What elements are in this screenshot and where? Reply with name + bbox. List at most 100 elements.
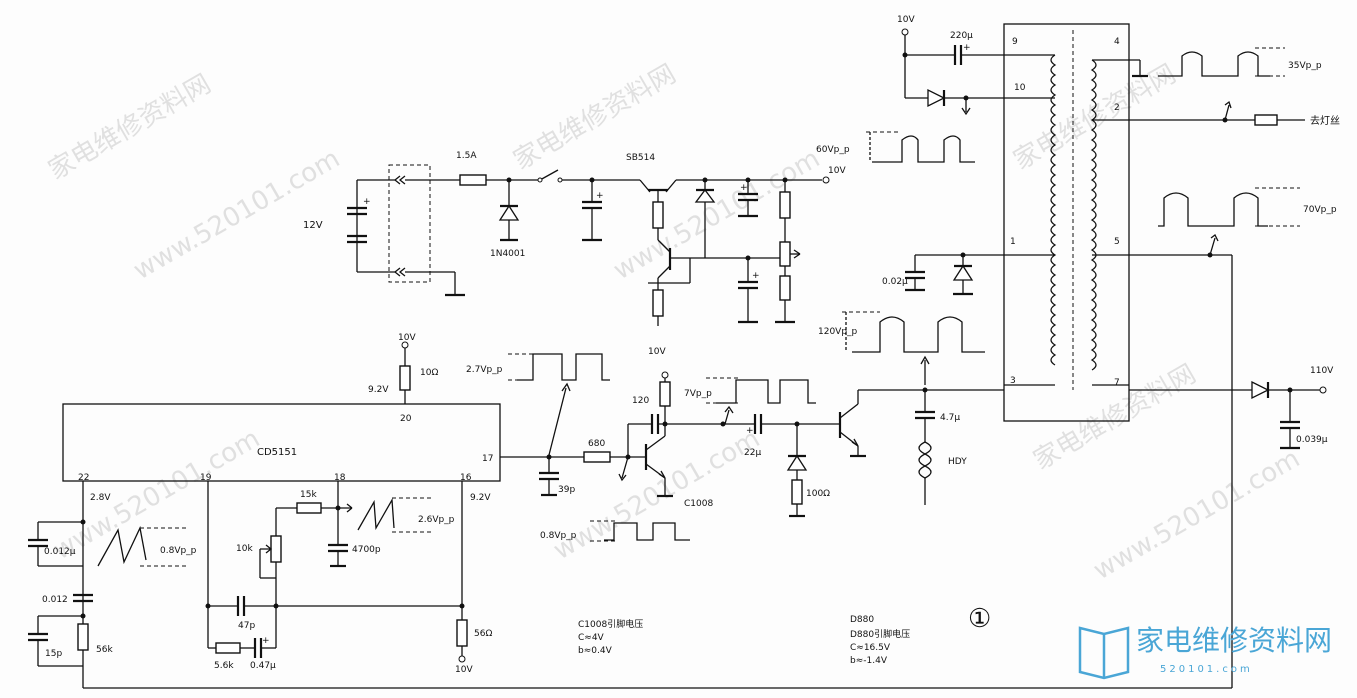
label-39p: 39p [558,485,575,495]
label-10v-ic: 10V [398,333,416,343]
flyback-secondary-outputs: 去灯丝 110V 0.039μ [83,60,1340,689]
label-47u: 4.7μ [940,413,960,423]
label-lamp-output: 去灯丝 [1310,115,1340,127]
label-110v: 110V [1310,366,1334,376]
svg-text:+: + [740,183,748,193]
label-0012u: 0.012μ [44,547,76,557]
label-10k: 10k [236,544,253,554]
note-d880-model: D880 [850,615,874,625]
wave-label-08vpp-b: 0.8Vp_p [540,531,577,541]
wave-label-26vpp: 2.6Vp_p [418,515,455,525]
waveforms: 60Vp_p 120Vp_p 35Vp_p 70Vp_p 2.7Vp_p 7Vp… [97,47,1337,567]
label-sb514: SB514 [626,153,655,163]
ic-label: CD5151 [257,447,297,458]
label-12v: 12V [303,220,323,231]
label-58k: 5.6k [214,661,234,671]
wave-label-120vpp: 120Vp_p [818,327,858,337]
book-icon [1078,626,1130,680]
label-10v-driver: 10V [648,347,666,357]
watermark-url: www.520101.com [609,144,826,286]
fuse [459,174,487,186]
watermark-url: www.520101.com [549,424,766,566]
label-047u: 0.47μ [250,661,276,671]
watermark-text: 家电维修资料网 [44,69,217,186]
terminal-5: 5 [1114,237,1120,247]
svg-text:+: + [262,636,270,646]
watermark-url: www.520101.com [49,424,266,566]
svg-text:+: + [746,426,754,436]
label-c1008: C1008 [684,499,713,509]
ic-pin-19: 19 [200,473,212,483]
watermark-url: www.520101.com [129,144,346,286]
terminal-4: 4 [1114,37,1120,47]
label-002u: 0.02μ [882,277,908,287]
voltage-notes: C1008引脚电压 C≈4V b≈0.4V D880 D880引脚电压 C≈16… [578,604,991,666]
ic-cd5151: CD5151 20 22 19 18 16 17 10V 10Ω 9.2V [62,333,501,483]
power-supply-section: + 12V 1.5A 1N4001 + SB514 [303,151,846,326]
label-680: 680 [588,439,605,449]
flyback-primary-circuit: 10V + 220μ 0.02μ [882,15,1004,296]
label-47p: 47p [238,621,255,631]
flyback-transformer: 9 10 1 3 4 2 5 7 [1003,23,1140,422]
label-diode-1n4001: 1N4001 [490,249,525,259]
ic-pin-22: 22 [78,473,89,483]
svg-text:+: + [963,43,971,53]
ic-peripherals: 2.8V 0.012μ 0.012 15p 56k 47p [28,481,492,688]
terminal-10: 10 [1014,83,1026,93]
label-120: 120 [632,396,649,406]
svg-text:+: + [752,271,760,281]
note-c1008-b: b≈0.4V [578,646,613,656]
terminal-9: 9 [1012,37,1018,47]
label-22u: 22μ [744,448,761,458]
watermarks: 家电维修资料网 www.520101.com 家电维修资料网 www.52010… [44,59,1306,586]
label-10v-flyback: 10V [897,15,915,25]
wave-label-27vpp: 2.7Vp_p [466,365,503,375]
wave-label-35vpp: 35Vp_p [1288,61,1322,71]
watermark-text: 家电维修资料网 [1029,359,1202,476]
label-10v-pin16: 10V [455,665,473,675]
label-56k: 56k [96,645,113,655]
ic-pin-16: 16 [460,473,472,483]
watermark-text: 家电维修资料网 [509,59,682,176]
ic-pin-17: 17 [482,454,493,464]
label-92v-pin16: 9.2V [470,493,491,503]
label-56ohm: 56Ω [474,629,492,639]
label-0012: 0.012 [42,595,68,605]
label-10v-output: 10V [828,166,846,176]
wave-label-60vpp: 60Vp_p [816,145,850,155]
note-d880-title: D880引脚电压 [850,628,910,640]
wave-label-08vpp-a: 0.8Vp_p [160,546,197,556]
note-d880-b: b≈-1.4V [850,656,888,666]
terminal-2: 2 [1114,103,1120,113]
wave-label-70vpp: 70Vp_p [1303,205,1337,215]
label-220u: 220μ [950,31,973,41]
label-hdy: HDY [948,457,967,467]
label-15k: 15k [300,490,317,500]
note-c1008-title: C1008引脚电压 [578,618,643,630]
svg-text:+: + [596,191,604,201]
site-logo: 家电维修资料网 520101.com [1078,624,1332,680]
wave-label-7vpp: 7Vp_p [684,389,712,399]
note-c1008-c: C≈4V [578,633,605,643]
note-d880-c: C≈16.5V [850,643,891,653]
terminal-1: 1 [1010,237,1016,247]
ic-pin-18: 18 [334,473,346,483]
figure-number: ① [968,604,991,634]
svg-text:+: + [363,197,371,207]
watermark-url: www.520101.com [1089,444,1306,586]
label-fuse: 1.5A [456,151,477,161]
terminal-3: 3 [1010,376,1016,386]
ic-pin-20: 20 [400,414,412,424]
label-10ohm: 10Ω [420,368,438,378]
label-92v-pin20: 9.2V [368,385,389,395]
label-15p: 15p [45,649,62,659]
logo-url: 520101.com [1160,664,1253,675]
terminal-7: 7 [1114,378,1120,388]
logo-text: 家电维修资料网 [1136,624,1332,657]
label-100ohm: 100Ω [806,489,830,499]
label-4700p: 4700p [352,545,381,555]
driver-stage: 39p 680 120 C1008 10V + 22μ [500,347,1004,518]
label-0039u: 0.039μ [1296,435,1328,445]
label-28v: 2.8V [90,493,111,503]
